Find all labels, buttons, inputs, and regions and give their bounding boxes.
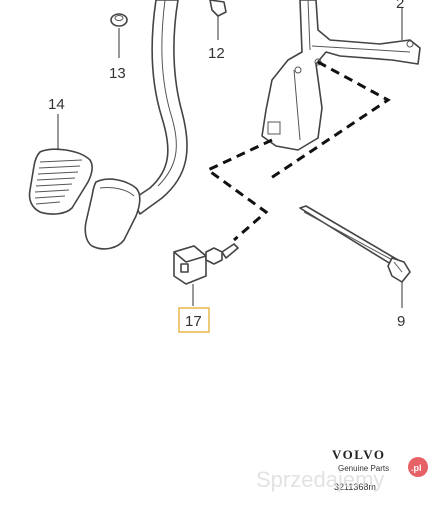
- callout-17-highlight: 17: [178, 307, 210, 333]
- leader-lines: [57, 8, 403, 308]
- callout-12: 12: [208, 45, 225, 62]
- callout-14: 14: [48, 96, 65, 113]
- assembly-lines: [205, 60, 391, 242]
- clip-13: [110, 13, 128, 27]
- brand-name: VOLVO: [332, 447, 385, 462]
- callout-17: 17: [185, 313, 202, 330]
- watermark-text: Sprzedajemy: [256, 467, 384, 492]
- volvo-brand: VOLVO Genuine Parts 3211368m: [332, 447, 389, 492]
- mounting-bracket: [261, 0, 421, 151]
- watermark-badge-text: .pl: [411, 463, 422, 473]
- pedal-rubber-pad: [28, 148, 93, 215]
- highlight-box: [178, 307, 210, 333]
- callout-2: 2: [396, 0, 404, 12]
- brand-subtitle: Genuine Parts: [338, 464, 389, 473]
- watermark-badge: [408, 457, 428, 477]
- pedal-pad: [84, 178, 141, 250]
- bolt-12: [209, 0, 227, 17]
- watermark: Sprzedajemy .pl: [256, 457, 428, 492]
- brand-code: 3211368m: [334, 482, 376, 492]
- bolt-9: [299, 205, 411, 283]
- pedal-arm: [131, 0, 188, 215]
- brake-switch: [173, 243, 239, 285]
- callout-9: 9: [397, 313, 405, 330]
- callout-13: 13: [109, 65, 126, 82]
